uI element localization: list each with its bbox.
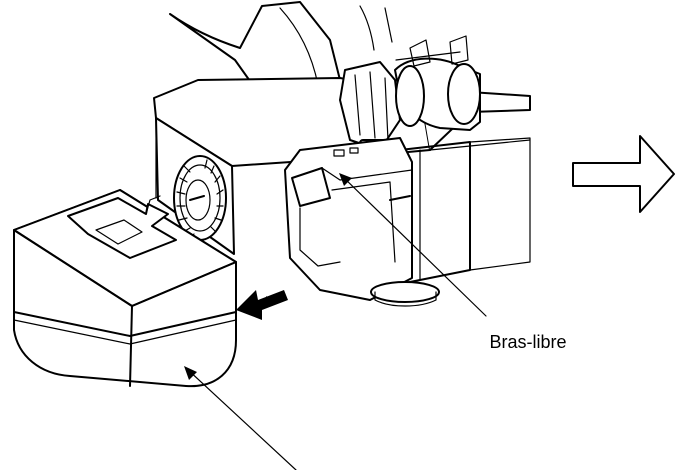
serger-machine [153, 1, 531, 307]
free-arm-leader-line [340, 174, 487, 317]
free-arm-label: Bras-libre [489, 332, 566, 352]
free-arm-cover [13, 189, 237, 388]
outline-right-arrow-icon [572, 135, 675, 213]
needle-area [339, 35, 481, 163]
solid-left-arrow-icon [236, 290, 288, 320]
free-arm-module [284, 137, 440, 307]
cover-leader-line [185, 367, 297, 470]
free-arm-leader-arrowhead [339, 173, 352, 186]
handwheel-dial [173, 155, 227, 241]
cover-leader-arrowhead [184, 366, 197, 380]
